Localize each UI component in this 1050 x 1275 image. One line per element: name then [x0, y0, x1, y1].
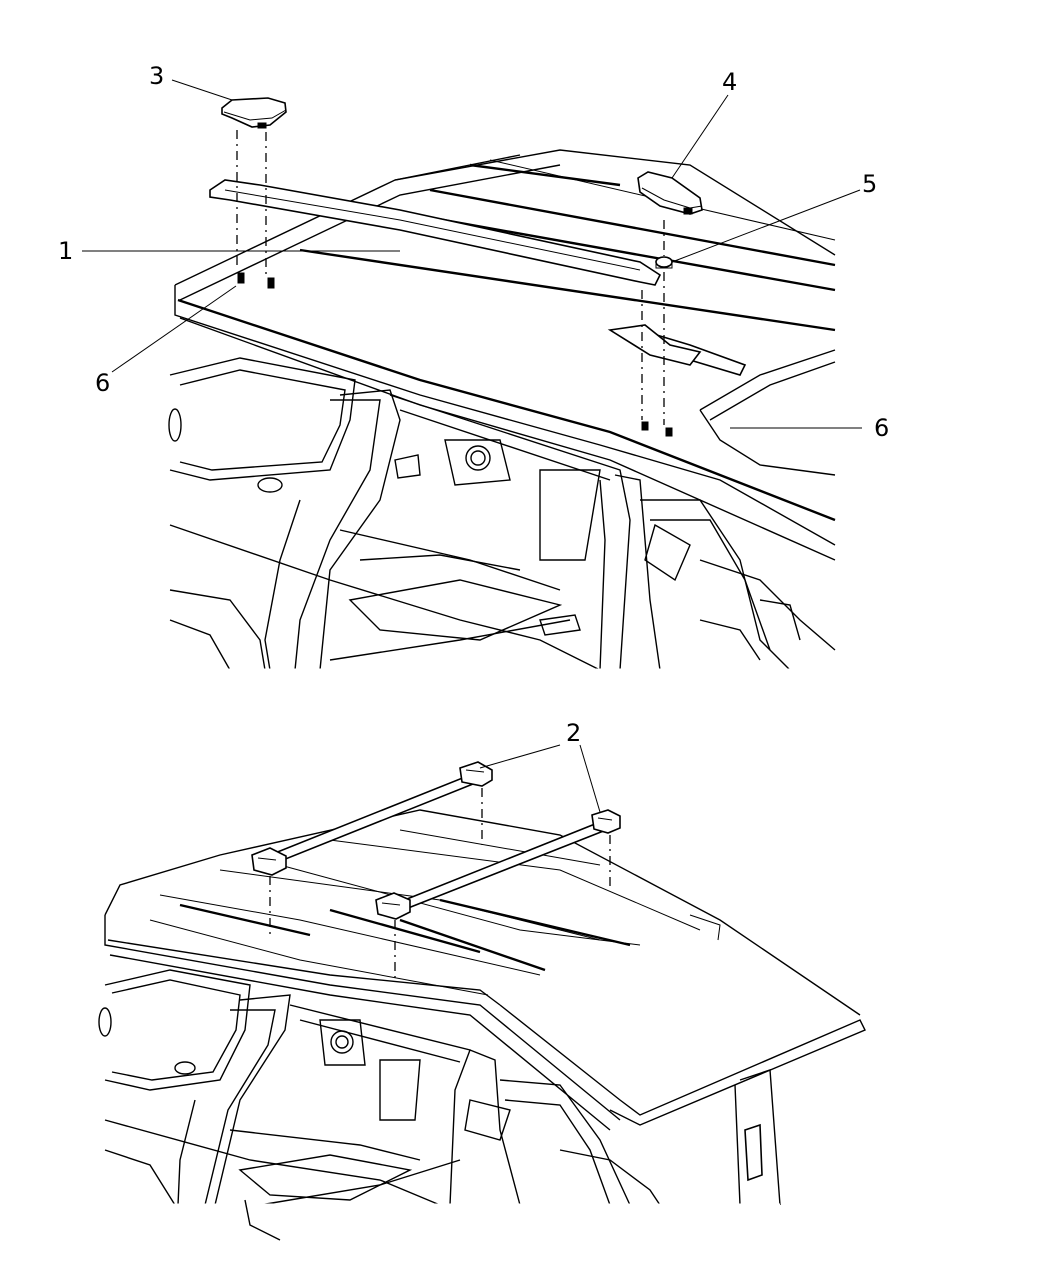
top-assembly-lines — [236, 130, 665, 425]
callout-6-left: 6 — [95, 369, 110, 397]
callout-5: 5 — [862, 170, 877, 198]
rail-nut — [655, 256, 673, 269]
bottom-assembly-lines — [269, 788, 611, 980]
callout-2: 2 — [566, 719, 581, 747]
rail-end-cap-front — [221, 97, 287, 129]
callout-1: 1 — [58, 237, 73, 265]
roof-crossbars — [251, 761, 621, 920]
callout-3: 3 — [149, 62, 164, 90]
rail-fasteners — [237, 272, 673, 437]
top-leader-lines — [82, 79, 862, 429]
top-view-vehicle-body — [168, 149, 836, 672]
callout-labels: 3 4 5 1 6 6 2 — [58, 62, 889, 747]
roof-side-rail — [209, 179, 747, 376]
bottom-leader-lines — [479, 744, 601, 813]
bottom-view-vehicle-body — [98, 809, 866, 1241]
callout-6-right: 6 — [874, 414, 889, 442]
rail-end-cap-rear — [637, 171, 703, 215]
callout-4: 4 — [722, 68, 737, 96]
